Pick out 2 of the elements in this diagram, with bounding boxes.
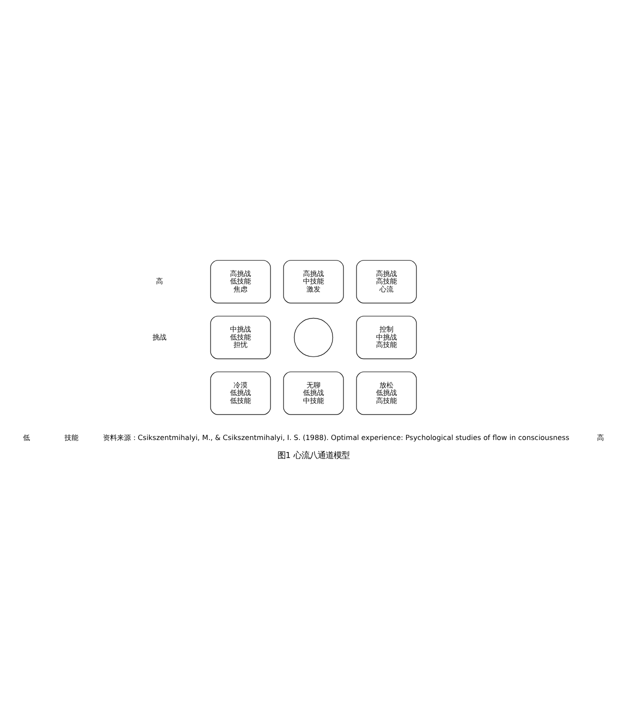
node-circle <box>294 317 334 357</box>
caption: 图1 心流八通道模型 <box>278 450 350 460</box>
